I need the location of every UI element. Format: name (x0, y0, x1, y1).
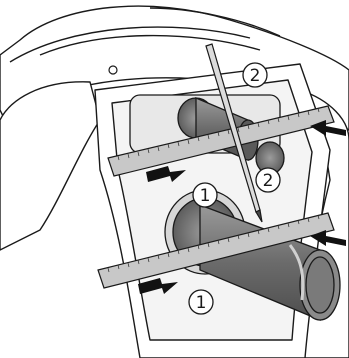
screw-hole-icon (109, 66, 117, 74)
callout-one-upper: 1 (193, 183, 217, 207)
svg-text:1: 1 (200, 186, 211, 206)
svg-text:2: 2 (250, 66, 261, 86)
callout-one-lower: 1 (189, 290, 213, 314)
svg-text:1: 1 (196, 293, 207, 313)
callout-two-top: 2 (243, 63, 267, 87)
callout-two-middle: 2 (256, 168, 280, 192)
svg-text:2: 2 (263, 171, 274, 191)
